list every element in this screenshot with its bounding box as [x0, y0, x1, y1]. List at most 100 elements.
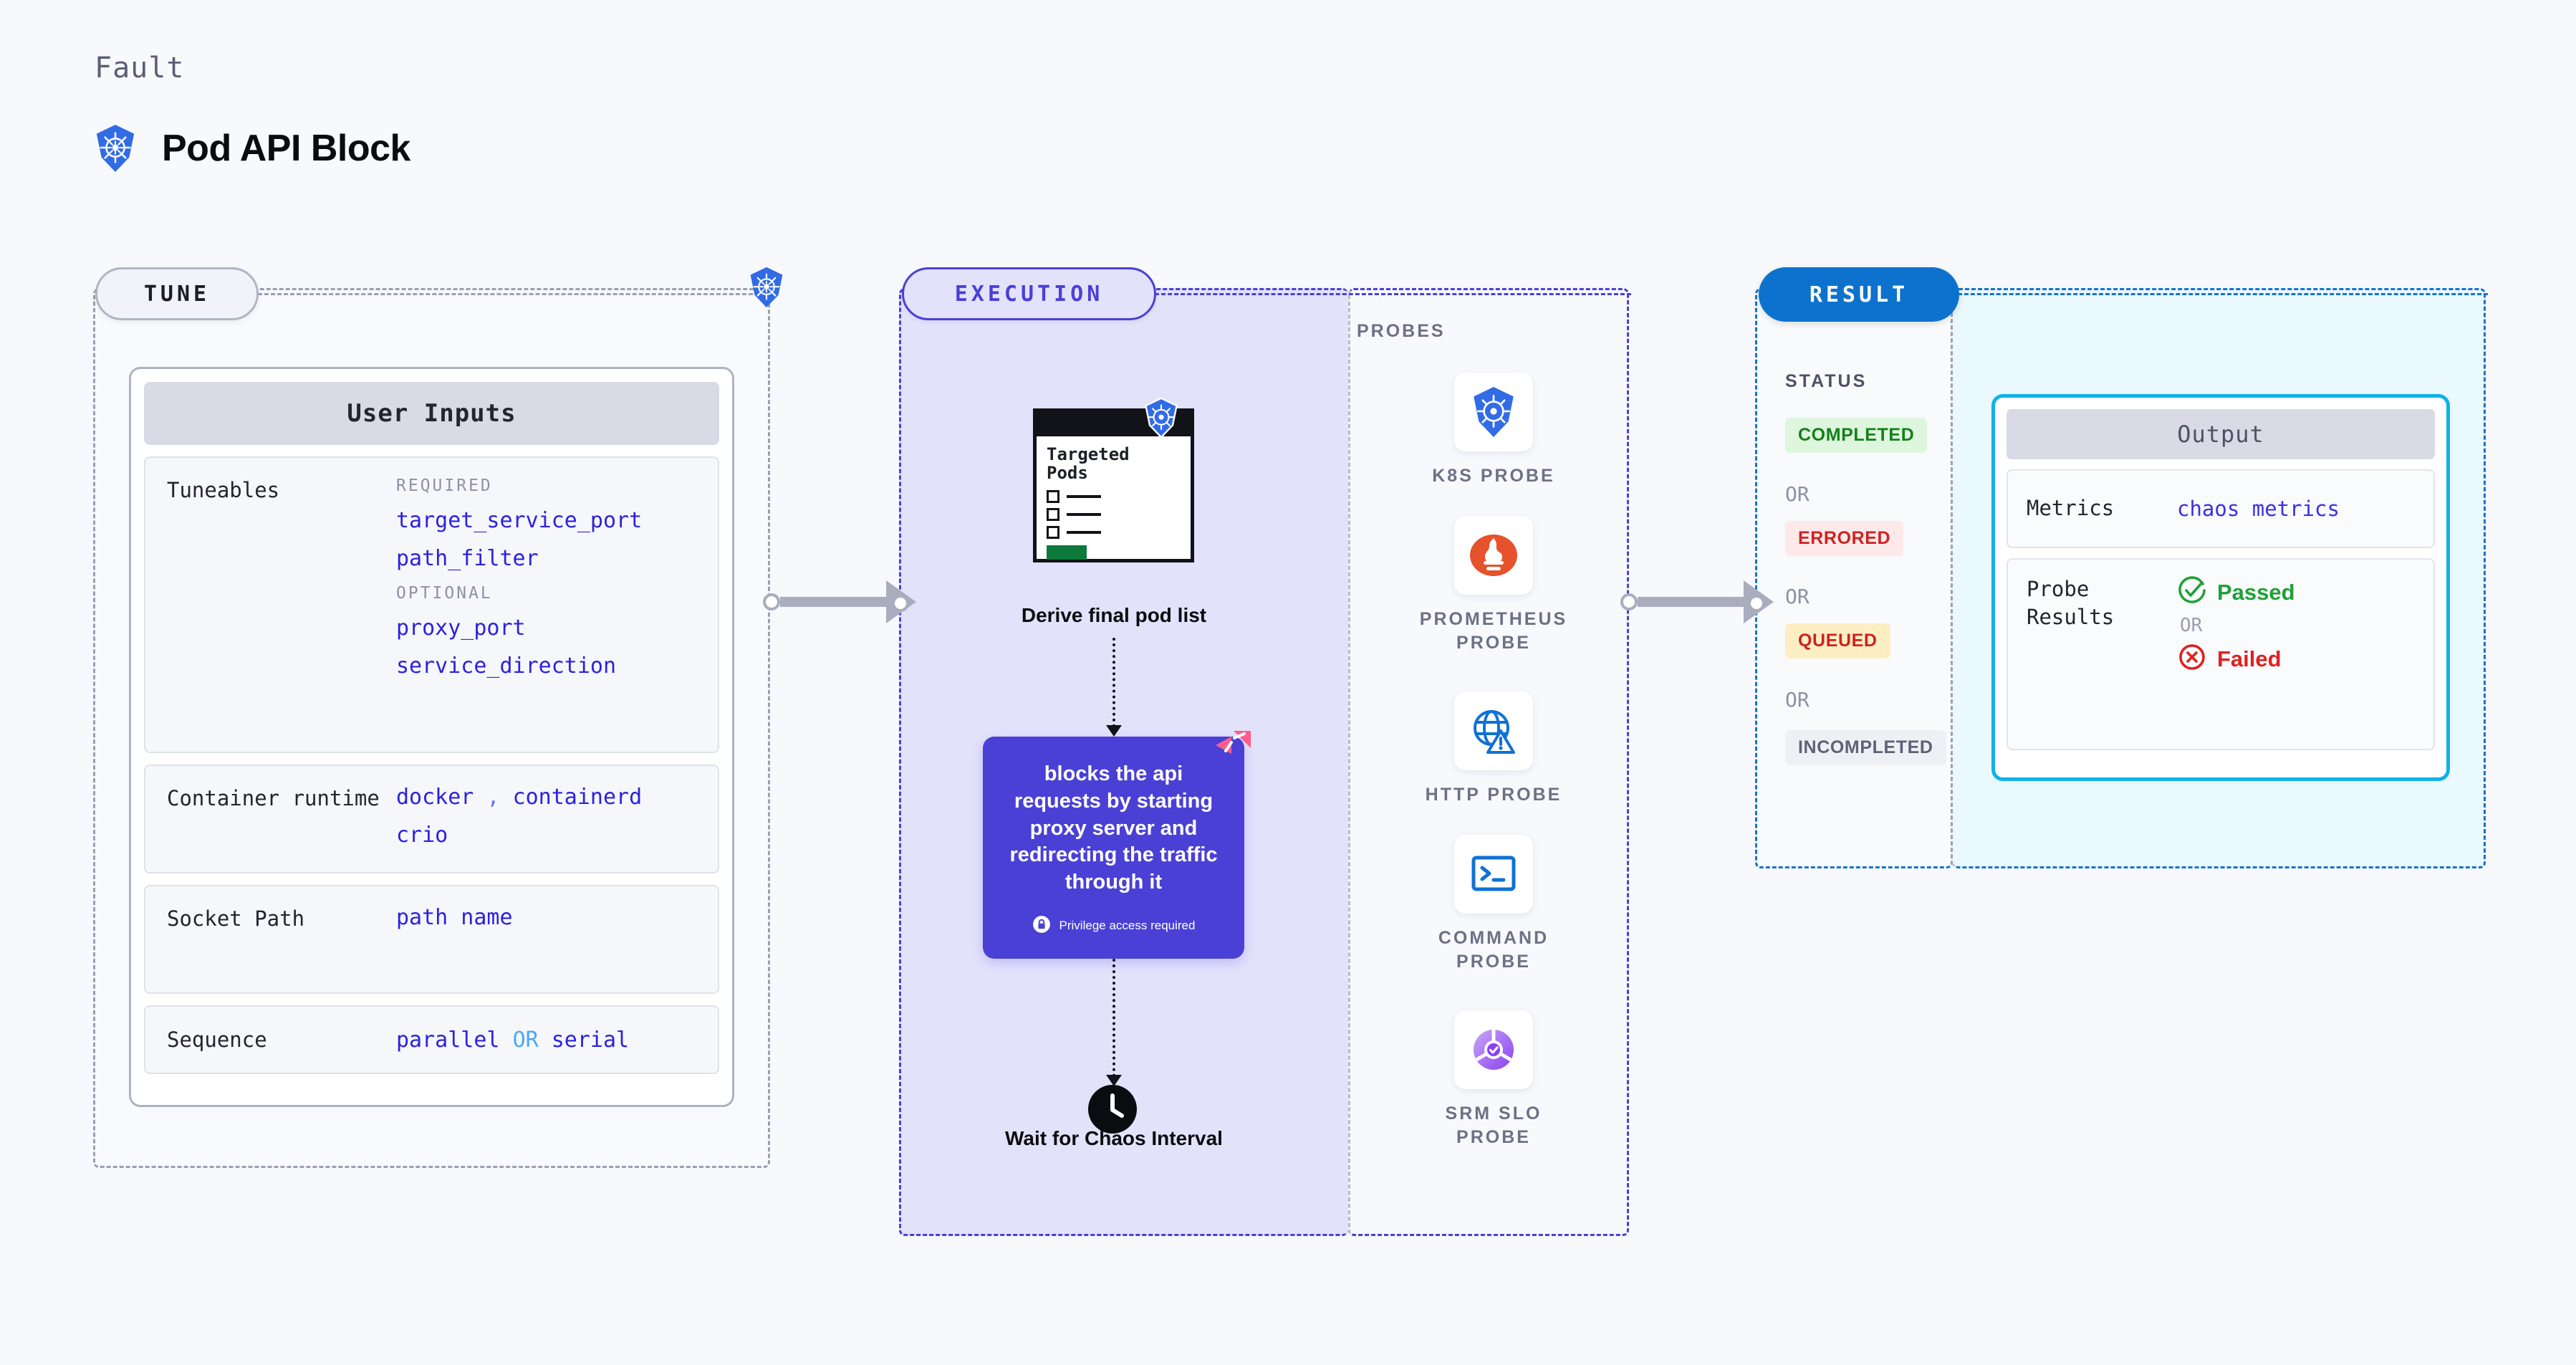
- page-eyebrow: Fault: [95, 52, 185, 85]
- kubernetes-icon: [1454, 373, 1533, 451]
- probe-failed-label: Failed: [2217, 646, 2282, 671]
- kubernetes-icon: [747, 267, 786, 312]
- targeted-pods-card: Targeted Pods: [1033, 408, 1194, 562]
- runtime-docker: docker: [396, 785, 474, 810]
- srm-slo-icon: [1454, 1010, 1533, 1089]
- step-wait-chaos-interval-label: Wait for Chaos Interval: [1005, 1127, 1223, 1149]
- result-leader-line: [1958, 293, 2488, 295]
- metrics-section: Metrics chaos metrics: [2007, 469, 2435, 548]
- http-globe-warning-icon: [1454, 691, 1533, 770]
- connector-end-dot: [892, 595, 909, 612]
- sequence-parallel: parallel: [396, 1027, 500, 1053]
- socket-path-value[interactable]: path name: [396, 905, 513, 930]
- container-runtime-section: Container runtime docker , containerd cr…: [144, 765, 719, 873]
- sequence-or: OR: [512, 1027, 539, 1053]
- probe-label: PROMETHEUS PROBE: [1419, 609, 1568, 653]
- status-title: STATUS: [1785, 371, 1868, 391]
- terminal-icon: [1454, 835, 1533, 914]
- probe-http[interactable]: HTTP PROBE: [1408, 691, 1580, 807]
- sequence-label: Sequence: [167, 1027, 267, 1052]
- connector-bar: [1638, 597, 1745, 607]
- flow-dotted-line: [1112, 638, 1115, 727]
- flow-arrowhead-icon: [1106, 725, 1122, 737]
- status-badge-errored: ERRORED: [1785, 521, 1904, 556]
- sequence-section: Sequence parallel OR serial: [144, 1005, 719, 1074]
- tuneable-path-filter[interactable]: path_filter: [396, 546, 539, 571]
- sequence-values[interactable]: parallel OR serial: [396, 1028, 629, 1053]
- tuneable-proxy-port[interactable]: proxy_port: [396, 616, 526, 641]
- execution-pill[interactable]: EXECUTION: [902, 267, 1156, 320]
- connector-execution-to-result: [1620, 580, 1774, 623]
- result-pill[interactable]: RESULT: [1759, 267, 1959, 322]
- probe-or-label: OR: [2180, 615, 2203, 636]
- execution-leader-line: [1155, 293, 1631, 295]
- probe-result-passed: Passed: [2177, 575, 2295, 609]
- optional-group-title: OPTIONAL: [396, 584, 493, 603]
- placeholder-line: [1067, 494, 1101, 498]
- required-group-title: REQUIRED: [396, 476, 493, 495]
- probe-results-label: Probe Results: [2027, 577, 2115, 630]
- tuneables-label: Tuneables: [167, 478, 280, 502]
- probe-command[interactable]: COMMAND PROBE: [1408, 835, 1580, 973]
- user-inputs-title: User Inputs: [144, 382, 719, 445]
- tuneables-section: Tuneables REQUIRED target_service_port p…: [144, 456, 719, 753]
- list-item: [1047, 489, 1181, 503]
- container-runtime-values-row1[interactable]: docker , containerd: [396, 785, 642, 810]
- check-circle-icon: [2177, 575, 2207, 609]
- privilege-note: Privilege access required: [1032, 915, 1196, 937]
- probe-srm-slo[interactable]: SRM SLO PROBE: [1408, 1010, 1580, 1149]
- probe-label: COMMAND PROBE: [1438, 928, 1549, 972]
- list-item: [1047, 507, 1181, 521]
- harness-logo: [1210, 727, 1254, 775]
- pods-checklist: [1047, 489, 1181, 539]
- clock-icon: [1087, 1083, 1138, 1139]
- status-or-label: OR: [1785, 585, 1810, 608]
- probe-prometheus[interactable]: PROMETHEUS PROBE: [1408, 516, 1580, 654]
- page-header: Pod API Block: [93, 124, 410, 173]
- probe-result-failed: Failed: [2177, 642, 2295, 676]
- privilege-note-text: Privilege access required: [1059, 919, 1196, 933]
- probe-label: HTTP PROBE: [1425, 785, 1562, 805]
- connector-end-dot: [1748, 595, 1765, 612]
- output-title: Output: [2007, 409, 2435, 459]
- status-or-label: OR: [1785, 688, 1810, 712]
- result-status-frame: [1755, 288, 1953, 868]
- metrics-value[interactable]: chaos metrics: [2177, 497, 2340, 521]
- status-badge-completed: COMPLETED: [1785, 418, 1928, 453]
- socket-path-section: Socket Path path name: [144, 885, 719, 994]
- tune-pill[interactable]: TUNE: [95, 267, 259, 320]
- kubernetes-icon: [93, 124, 138, 173]
- user-inputs-card: User Inputs Tuneables REQUIRED target_se…: [129, 367, 734, 1107]
- metrics-label: Metrics: [2027, 496, 2115, 521]
- kubernetes-icon: [1143, 397, 1180, 441]
- probe-label: SRM SLO PROBE: [1445, 1103, 1542, 1147]
- lock-icon: [1032, 915, 1051, 937]
- tuneable-target-service-port[interactable]: target_service_port: [396, 508, 643, 533]
- tuneable-service-direction[interactable]: service_direction: [396, 653, 617, 679]
- probe-passed-label: Passed: [2217, 579, 2295, 605]
- x-circle-icon: [2177, 642, 2207, 676]
- status-badge-incompleted: INCOMPLETED: [1785, 730, 1946, 765]
- pods-status-bar: [1047, 545, 1087, 560]
- flow-arrowhead-icon: [1106, 1075, 1122, 1086]
- checkbox-icon: [1047, 489, 1059, 503]
- socket-path-label: Socket Path: [167, 906, 305, 931]
- execution-action-card: blocks the api requests by starting prox…: [983, 731, 1251, 959]
- output-card: Output Metrics chaos metrics Probe Resul…: [1991, 394, 2450, 781]
- checkbox-icon: [1047, 525, 1059, 539]
- execution-action-text: blocks the api requests by starting prox…: [1009, 762, 1218, 894]
- runtime-crio[interactable]: crio: [396, 823, 448, 848]
- tune-leader-line: [258, 293, 772, 295]
- status-or-label: OR: [1785, 482, 1810, 506]
- placeholder-line: [1067, 512, 1101, 516]
- placeholder-line: [1067, 530, 1101, 534]
- page-title: Pod API Block: [162, 128, 410, 169]
- probe-k8s[interactable]: K8S PROBE: [1408, 373, 1580, 488]
- checkbox-icon: [1047, 507, 1059, 521]
- probe-results-section: Probe Results Passed OR: [2007, 558, 2435, 750]
- connector-start-dot: [1620, 593, 1638, 610]
- runtime-separator: ,: [486, 785, 500, 810]
- container-runtime-label: Container runtime: [167, 786, 380, 810]
- prometheus-icon: [1454, 516, 1533, 595]
